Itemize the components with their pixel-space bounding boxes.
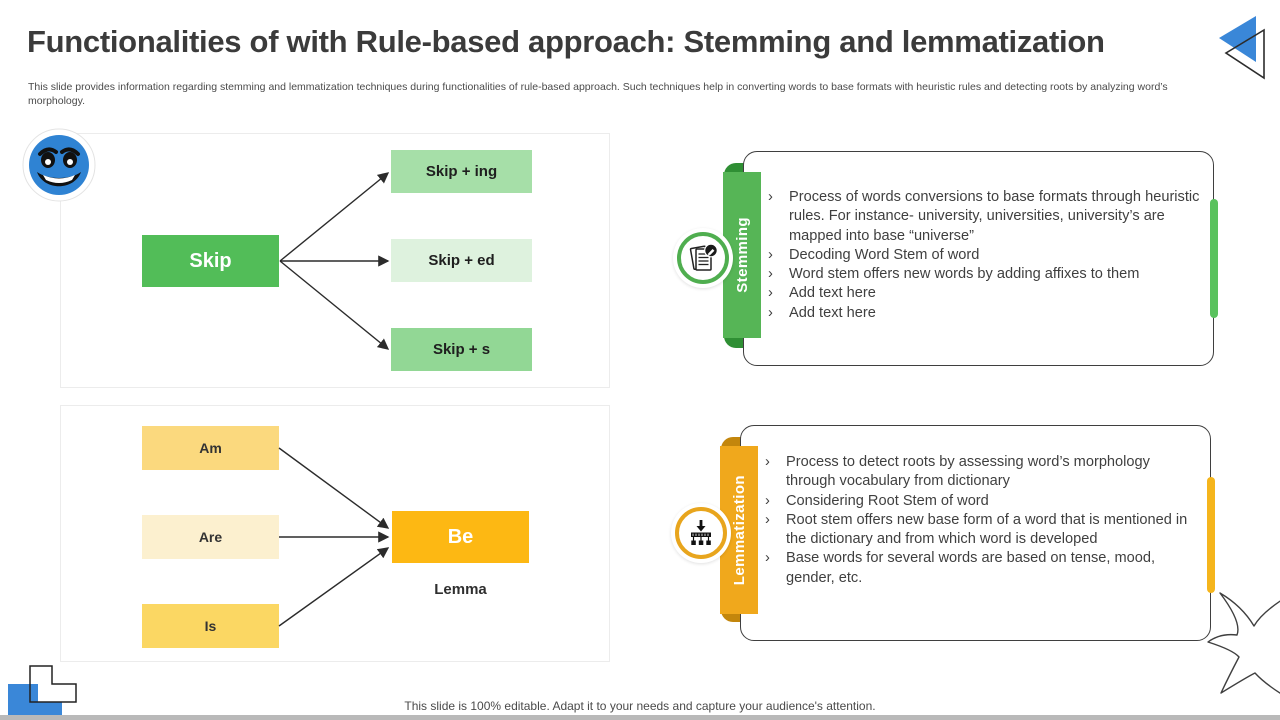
- bullet-item: Root stem offers new base form of a word…: [762, 511, 1202, 550]
- starburst-shape: [1207, 592, 1280, 694]
- stemming-accent-bar: [1210, 199, 1218, 318]
- stemming-bullet-list: Process of words conversions to base for…: [765, 188, 1201, 323]
- diagram-node-skip: Skip: [142, 235, 279, 287]
- lemma-caption: Lemma: [434, 581, 487, 598]
- diagram-node-skip-s: Skip + s: [391, 328, 532, 371]
- diagram-node-skip-ing: Skip + ing: [391, 150, 532, 193]
- bullet-item: Process of words conversions to base for…: [765, 188, 1201, 246]
- stemming-icon-badge: [677, 232, 729, 284]
- page-title: Functionalities of with Rule-based appro…: [27, 24, 1105, 59]
- diagram-node-be: Be: [392, 511, 529, 563]
- bottom-strip: [0, 715, 1280, 720]
- bullet-item: Base words for several words are based o…: [762, 549, 1202, 588]
- footer-note: This slide is 100% editable. Adapt it to…: [404, 699, 876, 713]
- hierarchy-icon: [691, 520, 711, 545]
- diagram-node-are: Are: [142, 515, 279, 559]
- lemmatization-ribbon-label: Lemmatization: [730, 474, 748, 586]
- stemming-ribbon: Stemming: [723, 172, 761, 338]
- diagram-node-skip-ed: Skip + ed: [391, 239, 532, 282]
- lemmatization-accent-bar: [1207, 477, 1215, 593]
- bullet-item: Decoding Word Stem of word: [765, 246, 1201, 266]
- document-edit-icon: [689, 243, 718, 271]
- smiley-face-icon: [22, 128, 96, 202]
- diagram-node-am: Am: [142, 426, 279, 470]
- bullet-item: Word stem offers new words by adding aff…: [765, 265, 1201, 285]
- bullet-item: Considering Root Stem of word: [762, 492, 1202, 512]
- lemmatization-icon-badge: [675, 507, 727, 559]
- slide-description: This slide provides information regardin…: [28, 81, 1168, 107]
- brand-triangle-logo-icon: [1219, 16, 1265, 80]
- stemming-ribbon-label: Stemming: [733, 217, 751, 293]
- bullet-item: Add text here: [765, 304, 1201, 324]
- diagram-node-is: Is: [142, 604, 279, 648]
- bullet-item: Add text here: [765, 284, 1201, 304]
- brand-l-logo-icon: [8, 665, 77, 720]
- bullet-item: Process to detect roots by assessing wor…: [762, 453, 1202, 492]
- lemmatization-bullet-list: Process to detect roots by assessing wor…: [762, 453, 1202, 588]
